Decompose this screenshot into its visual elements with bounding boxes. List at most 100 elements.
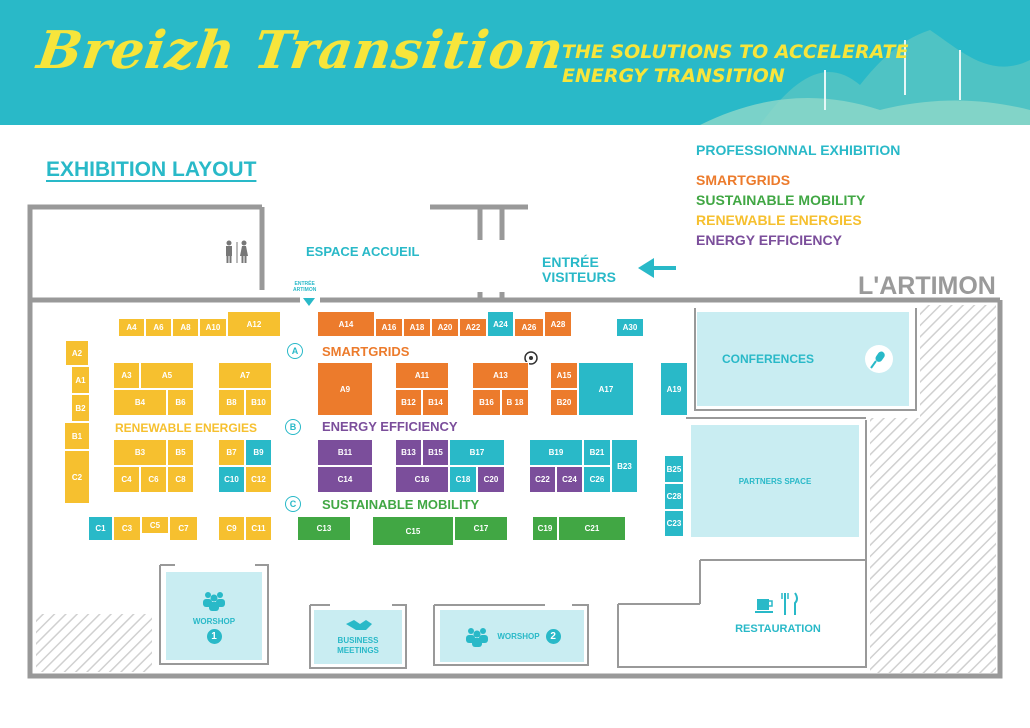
booth-c6[interactable]: C6	[140, 466, 167, 493]
visitor-entrance-line-2: VISITEURS	[542, 269, 616, 285]
booth-b2[interactable]: B2	[71, 394, 90, 422]
booth-c14[interactable]: C14	[317, 466, 373, 493]
booth-b17[interactable]: B17	[449, 439, 505, 466]
booth-a13[interactable]: A13	[472, 362, 529, 389]
booth-c15[interactable]: C15	[372, 516, 454, 546]
booth-c11[interactable]: C11	[245, 516, 272, 541]
booth-a12[interactable]: A12	[227, 311, 281, 337]
section-efficiency-label: ENERGY EFFICIENCY	[322, 419, 458, 434]
booth-c24[interactable]: C24	[556, 466, 583, 493]
microphone-icon	[865, 345, 893, 373]
booth-c19[interactable]: C19	[532, 516, 558, 541]
arrow-left-icon	[638, 258, 676, 278]
section-smartgrids-label: SMARTGRIDS	[322, 344, 410, 359]
booth-a19[interactable]: A19	[660, 362, 688, 416]
booth-b21[interactable]: B21	[583, 439, 611, 466]
booth-b6[interactable]: B6	[167, 389, 194, 416]
section-a-badge: A	[287, 343, 303, 359]
booth-a28[interactable]: A28	[544, 311, 572, 337]
booth-b13[interactable]: B13	[395, 439, 422, 466]
booth-c20[interactable]: C20	[477, 466, 505, 493]
booth-b16[interactable]: B16	[472, 389, 501, 416]
booth-c26[interactable]: C26	[583, 466, 611, 493]
booth-c3[interactable]: C3	[113, 516, 141, 541]
booth-a7[interactable]: A7	[218, 362, 272, 389]
cutlery-icon	[781, 592, 798, 615]
booth-a15[interactable]: A15	[550, 362, 578, 389]
booth-b11[interactable]: B11	[317, 439, 373, 466]
booth-b20[interactable]: B20	[550, 389, 578, 416]
section-mobility-label: SUSTAINABLE MOBILITY	[322, 497, 480, 512]
artimon-entrance-line-1: ENTRÉE	[294, 281, 315, 287]
booth-b18[interactable]: B 18	[501, 389, 529, 416]
booth-b10[interactable]: B10	[245, 389, 272, 416]
booth-b14[interactable]: B14	[422, 389, 449, 416]
booth-c4[interactable]: C4	[113, 466, 140, 493]
conferences-label: CONFERENCES	[721, 352, 814, 366]
booth-b15[interactable]: B15	[422, 439, 449, 466]
partners-zone[interactable]: PARTNERS SPACE	[691, 425, 859, 537]
workshop-1-zone[interactable]: WORSHOP 1	[166, 572, 262, 660]
booth-a16[interactable]: A16	[375, 318, 403, 337]
booth-b7[interactable]: B7	[218, 439, 245, 466]
booth-a22[interactable]: A22	[459, 318, 487, 337]
workshop-2-label: WORSHOP	[497, 631, 540, 641]
booth-a6[interactable]: A6	[145, 318, 172, 337]
booth-b4[interactable]: B4	[113, 389, 167, 416]
booth-a10[interactable]: A10	[199, 318, 227, 337]
workshop-1-number: 1	[206, 628, 222, 644]
booth-c17[interactable]: C17	[454, 516, 508, 541]
booth-c9[interactable]: C9	[218, 516, 245, 541]
booth-b8[interactable]: B8	[218, 389, 245, 416]
coffee-icon	[755, 592, 798, 615]
booth-a17[interactable]: A17	[578, 362, 634, 416]
booth-b12[interactable]: B12	[395, 389, 422, 416]
booth-a24[interactable]: A24	[487, 311, 514, 337]
workshop-2-zone[interactable]: WORSHOP 2	[440, 610, 584, 662]
booth-a9[interactable]: A9	[317, 362, 373, 416]
booth-b5[interactable]: B5	[167, 439, 194, 466]
visitor-entrance-label: ENTRÉE VISITEURS	[542, 255, 616, 285]
booth-a2[interactable]: A2	[65, 340, 89, 366]
booth-a4[interactable]: A4	[118, 318, 145, 337]
booth-b3[interactable]: B3	[113, 439, 167, 466]
booth-b25[interactable]: B25	[664, 455, 684, 483]
booth-a5[interactable]: A5	[140, 362, 194, 389]
restauration-zone[interactable]: RESTAURATION	[698, 583, 858, 643]
booth-c23[interactable]: C23	[664, 510, 684, 537]
booth-c21[interactable]: C21	[558, 516, 626, 541]
booth-b23[interactable]: B23	[611, 439, 638, 493]
artimon-entrance-line-2: ARTIMON	[293, 287, 317, 293]
business-meetings-zone[interactable]: BUSINESS MEETINGS	[314, 610, 402, 664]
booth-c2[interactable]: C2	[64, 450, 90, 504]
booth-a30[interactable]: A30	[616, 318, 644, 337]
booth-c13[interactable]: C13	[297, 516, 351, 541]
booth-c10[interactable]: C10	[218, 466, 245, 493]
booth-b1[interactable]: B1	[64, 422, 90, 450]
booth-c28[interactable]: C28	[664, 483, 684, 510]
booth-c18[interactable]: C18	[449, 466, 477, 493]
booth-c7[interactable]: C7	[169, 516, 198, 541]
booth-a20[interactable]: A20	[431, 318, 459, 337]
booth-c12[interactable]: C12	[245, 466, 272, 493]
section-b-badge: B	[285, 419, 301, 435]
booth-a8[interactable]: A8	[172, 318, 199, 337]
booth-a3[interactable]: A3	[113, 362, 140, 389]
booth-c22[interactable]: C22	[529, 466, 556, 493]
booth-a14[interactable]: A14	[317, 311, 375, 337]
booth-c8[interactable]: C8	[167, 466, 194, 493]
group-icon	[203, 591, 225, 611]
booth-c5[interactable]: C5	[141, 516, 169, 534]
booth-a26[interactable]: A26	[514, 318, 544, 337]
booth-a11[interactable]: A11	[395, 362, 449, 389]
conferences-zone[interactable]: CONFERENCES	[697, 312, 909, 406]
booth-b9[interactable]: B9	[245, 439, 272, 466]
booth-b19[interactable]: B19	[529, 439, 583, 466]
section-c-badge: C	[285, 496, 301, 512]
booth-c1[interactable]: C1	[88, 516, 113, 541]
booth-a1[interactable]: A1	[71, 366, 90, 394]
legend-item-efficiency: ENERGY EFFICIENCY	[696, 232, 842, 248]
booth-a18[interactable]: A18	[403, 318, 431, 337]
booth-c16[interactable]: C16	[395, 466, 449, 493]
